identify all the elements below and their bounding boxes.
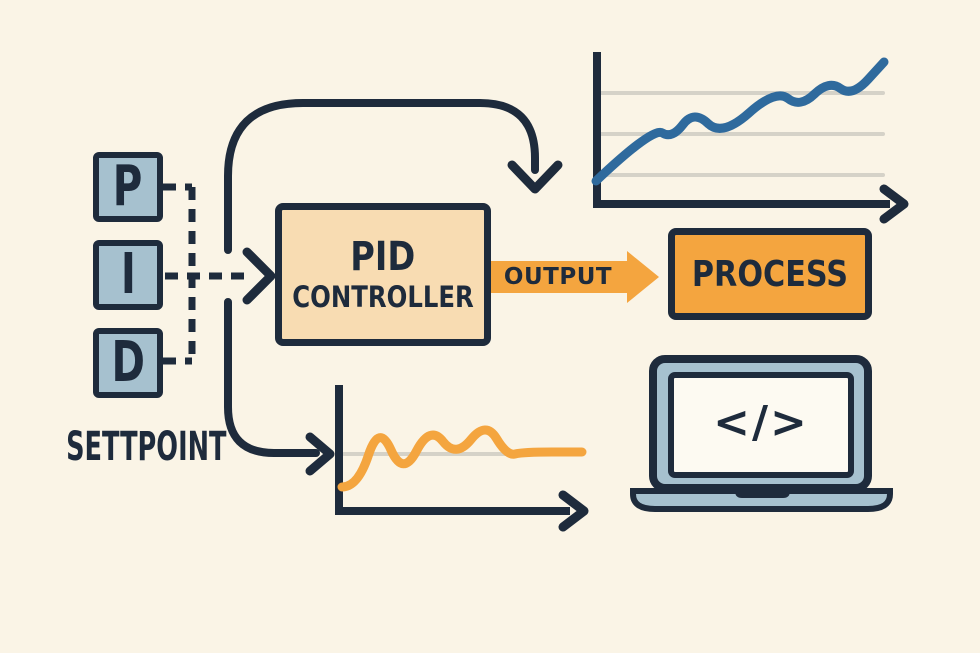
p-term-label: P: [113, 154, 143, 219]
controller-title-line1: PID: [350, 234, 416, 281]
controller-title-line2: CONTROLLER: [292, 280, 474, 315]
response-chart: [335, 385, 589, 532]
pid-dashed-connectors: [163, 183, 276, 365]
d-term-label: D: [111, 330, 145, 395]
code-icon: </>: [713, 396, 809, 448]
arrowhead-down-icon: [507, 160, 563, 194]
arrowhead-right-icon: [305, 432, 335, 476]
laptop-screen: [668, 372, 854, 478]
pid-controller-box: PID CONTROLLER: [275, 203, 491, 346]
d-term-box: D: [93, 328, 163, 398]
process-box: PROCESS: [668, 228, 872, 320]
trend-chart: [591, 52, 909, 224]
response-line: [337, 425, 587, 492]
settpoint-caption: SETTPOINT: [46, 424, 246, 470]
laptop-base-notch: [735, 489, 790, 498]
arrowhead-right-icon: [242, 247, 276, 305]
p-term-box: P: [93, 152, 163, 222]
feedback-loop-bottom-path: [224, 298, 320, 457]
arrowhead-right-icon: [879, 184, 909, 224]
settpoint-label: SETTPOINT: [65, 424, 227, 470]
output-arrow-shape: [491, 251, 659, 303]
laptop-base: [630, 488, 893, 512]
laptop-icon: [630, 355, 893, 512]
process-label: PROCESS: [691, 253, 849, 295]
i-term-label: I: [120, 242, 136, 307]
feedback-loop-arrow: [224, 99, 563, 476]
feedback-loop-top-path: [224, 99, 539, 254]
trend-line: [591, 57, 889, 186]
output-arrow-label: OUTPUT: [503, 264, 613, 290]
arrowhead-right-icon: [558, 490, 589, 532]
i-term-box: I: [93, 240, 163, 310]
